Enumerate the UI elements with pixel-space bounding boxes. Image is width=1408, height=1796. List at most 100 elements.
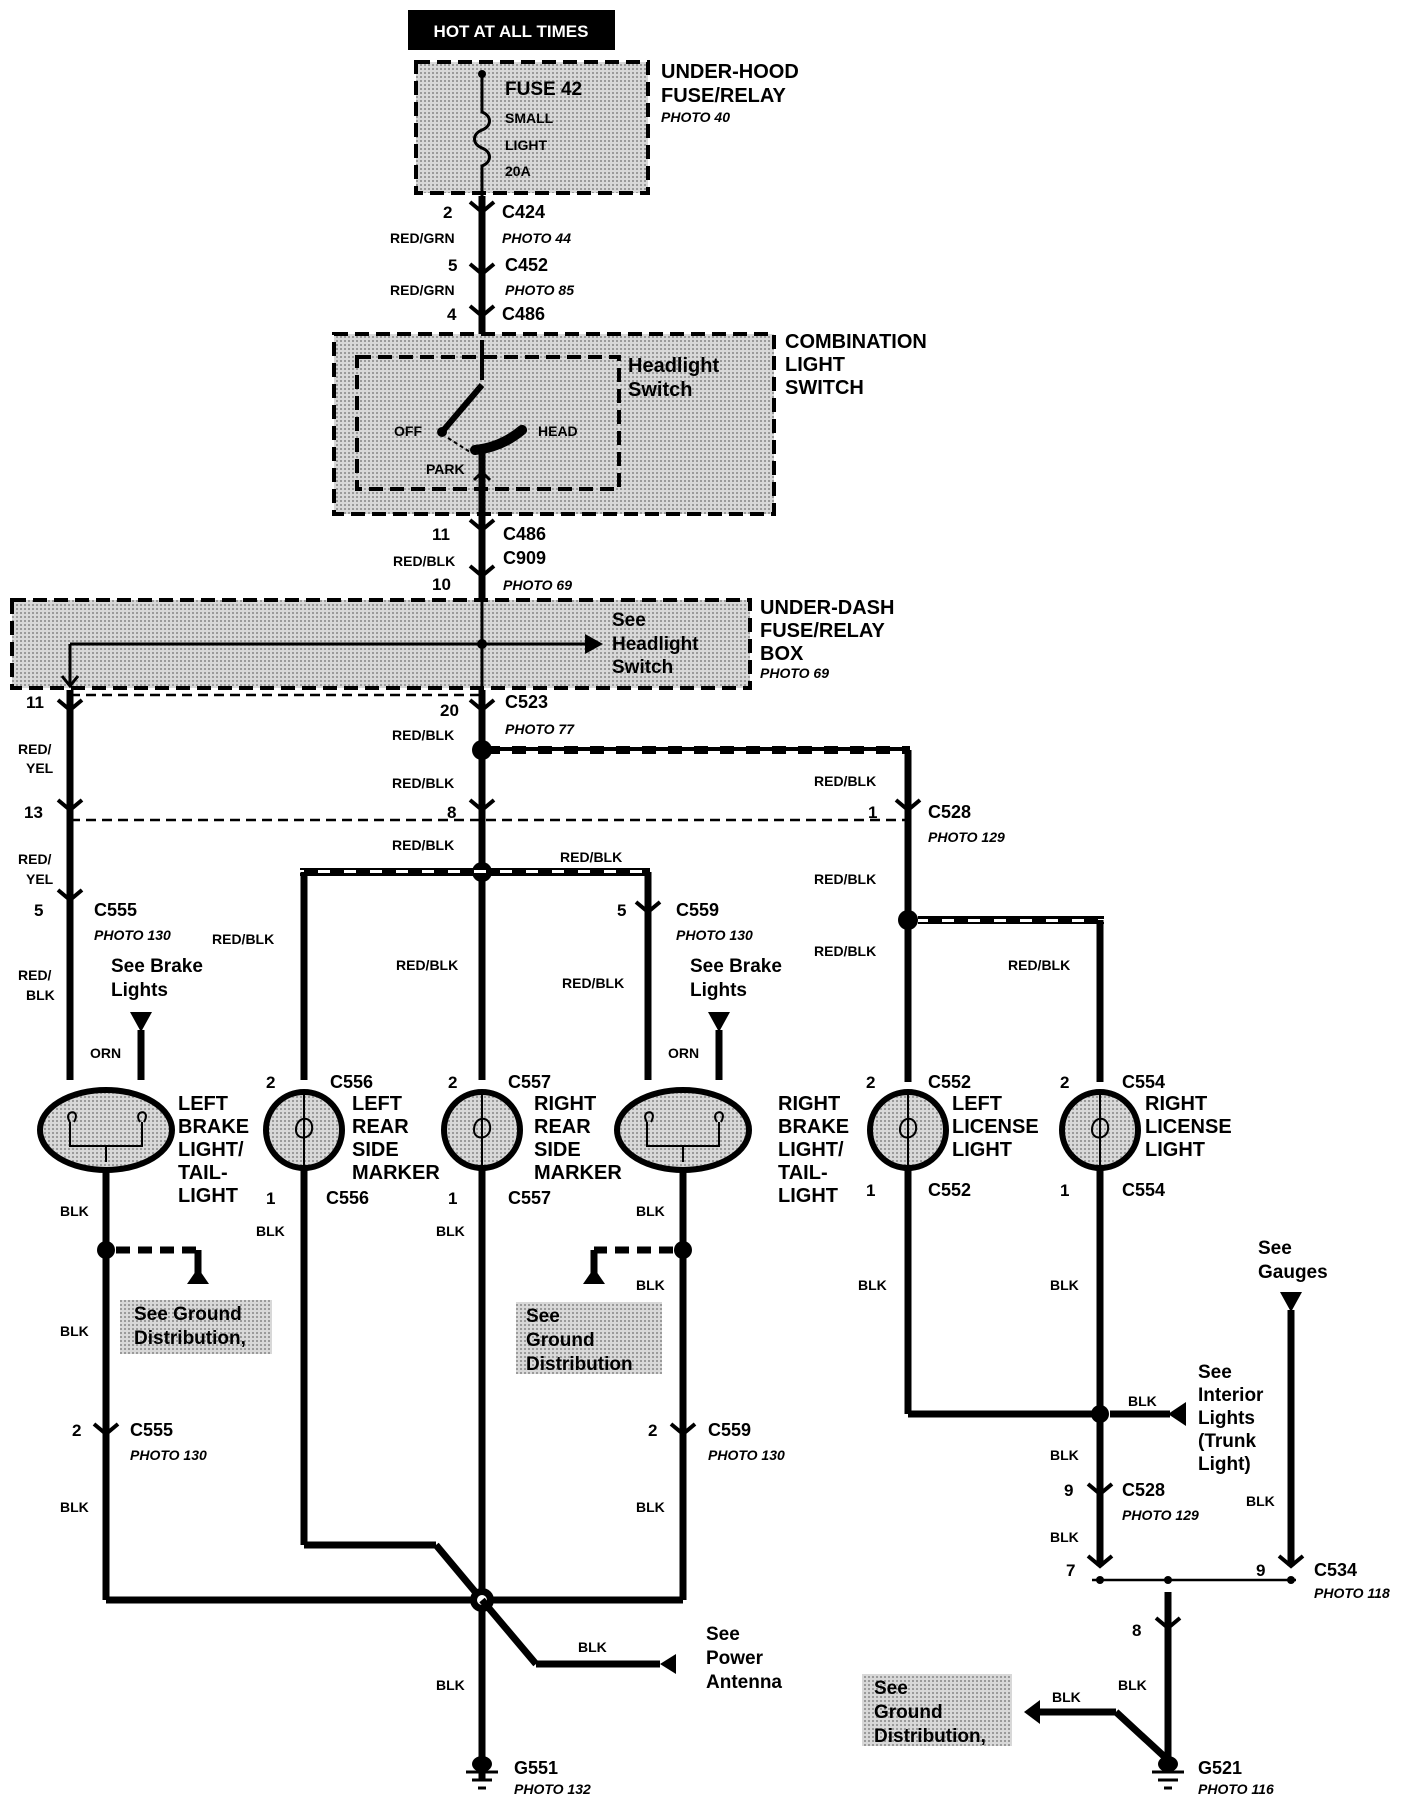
- wire-blk-rl3: BLK: [1050, 1529, 1079, 1545]
- pin-2-c424: 2: [443, 203, 452, 222]
- underhood-fuse-box: [414, 60, 650, 195]
- g551-photo: PHOTO 132: [514, 1781, 591, 1796]
- c552-top: C552: [928, 1072, 971, 1092]
- see-brake-right-2: Lights: [690, 980, 747, 1001]
- lamp-lb-3: LIGHT/: [178, 1139, 244, 1161]
- underhood-photo: PHOTO 40: [661, 109, 730, 125]
- pin-5-c559: 5: [617, 901, 626, 920]
- wire-red-blk-c2: RED/BLK: [392, 775, 454, 791]
- c556-top: C556: [330, 1072, 373, 1092]
- see-brake-left: See Brake: [111, 956, 203, 977]
- wire-red-yel-1a: RED/: [18, 741, 52, 757]
- pin-5-c452: 5: [448, 256, 457, 275]
- lamp-lb-1: LEFT: [178, 1093, 228, 1115]
- c552-bottom: C552: [928, 1180, 971, 1200]
- wire-red-blk-c4: RED/BLK: [396, 957, 458, 973]
- fuse-42-label: FUSE 42: [505, 79, 582, 100]
- hot-at-all-times-banner: [408, 10, 615, 50]
- c424-label: C424: [502, 202, 545, 222]
- lamp-ls-1: LEFT: [352, 1093, 402, 1115]
- wire-blk-4: BLK: [636, 1203, 665, 1219]
- wire-red-blk-ls: RED/BLK: [212, 931, 274, 947]
- c555-bottom: C555: [130, 1420, 173, 1440]
- pin-20-c523: 20: [440, 701, 459, 720]
- ground-left-2: Distribution,: [134, 1328, 246, 1349]
- headlight-switch-inner-box: [355, 355, 621, 491]
- wire-red-blk-mid: RED/BLK: [393, 553, 455, 569]
- wire-red-grn-1: RED/GRN: [390, 230, 455, 246]
- switch-arm: [439, 383, 485, 434]
- interior-5: Light): [1198, 1454, 1251, 1475]
- combo-title-3: SWITCH: [785, 377, 864, 399]
- wire-blk-6: BLK: [60, 1323, 89, 1339]
- wire-blk-9: BLK: [436, 1677, 465, 1693]
- see-brake-left-2: Lights: [111, 980, 168, 1001]
- pin-2-c557: 2: [448, 1073, 457, 1092]
- ground-bottom-2: Ground: [874, 1702, 943, 1723]
- pin-10-c909: 10: [432, 575, 451, 594]
- wire-red-blk-rs: RED/BLK: [560, 849, 622, 865]
- pin-1-c552: 1: [866, 1181, 875, 1200]
- pin-9-c528b: 9: [1064, 1481, 1073, 1500]
- lamp-ls-4: MARKER: [352, 1162, 440, 1184]
- c528-photo: PHOTO 129: [928, 829, 1005, 845]
- lamp-rs-4: MARKER: [534, 1162, 622, 1184]
- ground-right-2: Ground: [526, 1330, 595, 1351]
- lamp-rb-3: LIGHT/: [778, 1139, 844, 1161]
- pin-1-c554: 1: [1060, 1181, 1069, 1200]
- switch-label: Switch: [628, 379, 692, 401]
- wire-red-blk-r4: RED/BLK: [1008, 957, 1070, 973]
- c555-top-label: C555: [94, 900, 137, 920]
- lamp-ls-3: SIDE: [352, 1139, 399, 1161]
- interior-1: See: [1198, 1362, 1232, 1383]
- ground-right-1: See: [526, 1306, 560, 1327]
- right-brake-light-lamp: [614, 1087, 752, 1173]
- lamp-rs-3: SIDE: [534, 1139, 581, 1161]
- wire-red-blk-left-a: RED/: [18, 967, 52, 983]
- c534-label: C534: [1314, 1560, 1357, 1580]
- wire-red-blk-c3: RED/BLK: [392, 837, 454, 853]
- wire-blk-3: BLK: [436, 1223, 465, 1239]
- photo-44: PHOTO 44: [502, 230, 571, 246]
- fuse-light: LIGHT: [505, 137, 547, 153]
- lamp-rs-1: RIGHT: [534, 1093, 596, 1115]
- lamp-rl-2: LICENSE: [1145, 1116, 1232, 1138]
- left-rear-side-marker-lamp: [263, 1089, 345, 1171]
- c523-photo: PHOTO 77: [505, 721, 575, 737]
- c528-label: C528: [928, 802, 971, 822]
- lamp-rb-2: BRAKE: [778, 1116, 849, 1138]
- left-brake-light-lamp: [37, 1087, 175, 1173]
- see-headlight-3: Switch: [612, 657, 673, 678]
- wire-blk-2: BLK: [256, 1223, 285, 1239]
- ground-bottom-3: Distribution,: [874, 1726, 986, 1747]
- pin-5-c555: 5: [34, 901, 43, 920]
- pin-13-c528: 13: [24, 803, 43, 822]
- headlight-label: Headlight: [628, 355, 719, 377]
- wire-red-grn-2: RED/GRN: [390, 282, 455, 298]
- wire-red-blk-r1: RED/BLK: [814, 773, 876, 789]
- pin-7-c534: 7: [1066, 1561, 1075, 1580]
- c554-bottom: C554: [1122, 1180, 1165, 1200]
- photo-69-c909: PHOTO 69: [503, 577, 572, 593]
- left-license-light-lamp: [867, 1089, 949, 1171]
- lamp-ll-3: LIGHT: [952, 1139, 1012, 1161]
- c528b-label: C528: [1122, 1480, 1165, 1500]
- wire-blk-trunk: BLK: [1128, 1393, 1157, 1409]
- switch-park: PARK: [426, 461, 465, 477]
- lamp-lb-5: LIGHT: [178, 1185, 238, 1207]
- wire-blk-7: BLK: [60, 1499, 89, 1515]
- underdash-photo: PHOTO 69: [760, 665, 829, 681]
- ground-symbol-g551: [466, 1756, 498, 1790]
- lamp-rs-2: REAR: [534, 1116, 591, 1138]
- wire-red-blk-c1: RED/BLK: [392, 727, 454, 743]
- pin-1-c528: 1: [868, 803, 877, 822]
- c486-mid-label: C486: [503, 524, 546, 544]
- gauges-2: Gauges: [1258, 1262, 1328, 1283]
- combo-title-1: COMBINATION: [785, 331, 927, 353]
- wire-blk-gauges: BLK: [1246, 1493, 1275, 1509]
- pin-2-c556: 2: [266, 1073, 275, 1092]
- lamp-lb-2: BRAKE: [178, 1116, 249, 1138]
- combination-light-switch-box: [332, 332, 776, 516]
- c559-top-label: C559: [676, 900, 719, 920]
